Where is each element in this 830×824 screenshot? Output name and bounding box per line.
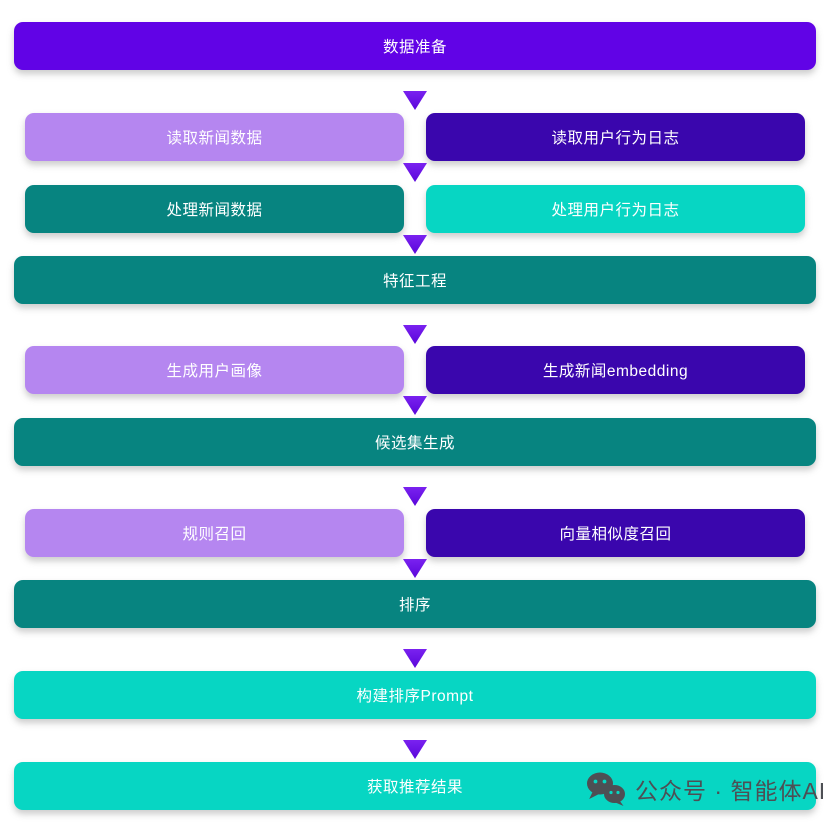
node-get-recommendation-results: 获取推荐结果 [14,762,816,810]
node-label: 规则召回 [182,526,247,543]
node-label: 特征工程 [382,273,447,290]
down-arrow-icon [403,91,427,110]
down-arrow-icon [403,487,427,506]
down-arrow-icon [403,740,427,759]
node-label: 候选集生成 [374,435,455,452]
node-label: 读取用户行为日志 [551,130,680,147]
node-process-user-behavior-logs: 处理用户行为日志 [426,185,805,233]
node-generate-news-embedding: 生成新闻embedding [426,346,805,394]
node-label: 数据准备 [382,39,447,56]
down-arrow-icon [403,559,427,578]
node-feature-engineering: 特征工程 [14,256,816,304]
node-build-ranking-prompt: 构建排序Prompt [14,671,816,719]
node-data-prep: 数据准备 [14,22,816,70]
node-label: 读取新闻数据 [166,130,263,147]
down-arrow-icon [403,649,427,668]
down-arrow-icon [403,325,427,344]
down-arrow-icon [403,235,427,254]
node-read-news-data: 读取新闻数据 [25,113,404,161]
node-label: 排序 [398,597,431,614]
down-arrow-icon [403,163,427,182]
node-candidate-set-generation: 候选集生成 [14,418,816,466]
watermark: 公众号 · 智能体AI [586,771,826,807]
node-label: 构建排序Prompt [356,688,474,705]
node-process-news-data: 处理新闻数据 [25,185,404,233]
down-arrow-icon [403,396,427,415]
watermark-text: 公众号 · 智能体AI [635,778,827,804]
node-ranking: 排序 [14,580,816,628]
node-rule-recall: 规则召回 [25,509,404,557]
wechat-icon [586,771,626,807]
node-label: 生成新闻embedding [542,363,689,380]
node-label: 生成用户画像 [166,363,263,380]
node-read-user-behavior-logs: 读取用户行为日志 [426,113,805,161]
node-label: 处理用户行为日志 [551,202,680,219]
node-vector-similarity-recall: 向量相似度召回 [426,509,805,557]
node-label: 获取推荐结果 [366,779,463,796]
node-generate-user-profile: 生成用户画像 [25,346,404,394]
node-label: 向量相似度召回 [559,526,672,543]
node-label: 处理新闻数据 [166,202,263,219]
